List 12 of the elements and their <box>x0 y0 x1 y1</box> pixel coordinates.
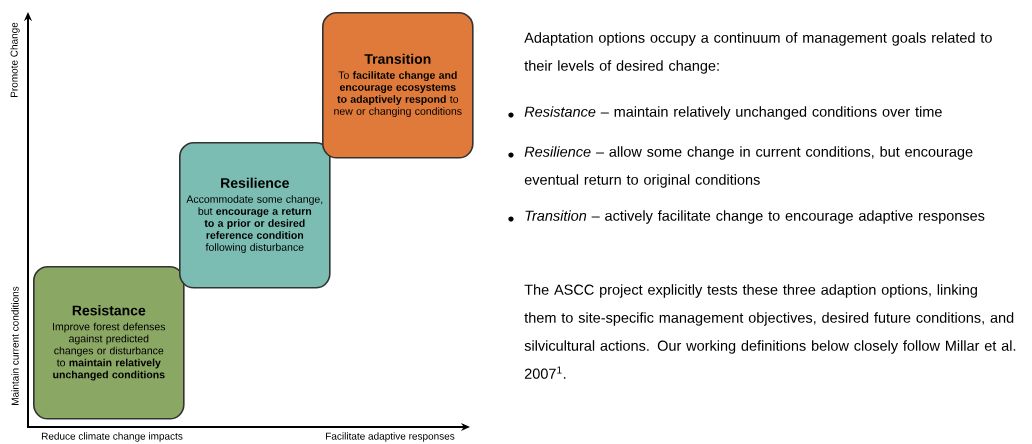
axis-label: Facilitate adaptive responses <box>326 432 455 442</box>
option-box: Resistance Improve forest defenses against predicted changes or disturbance to maintain relatively unchanged conditions <box>33 266 185 420</box>
paragraph: Adaptation options occupy a continuum of management goals related to their levels of desired change: <box>524 32 992 74</box>
axis-label: Reduce climate change impacts <box>41 432 183 442</box>
list-item: Transition – actively facilitate change to encourage adaptive responses <box>525 210 985 224</box>
axis-label: Promote Change <box>10 22 20 97</box>
option-box: Transition To facilitate change and encourage ecosystems to adaptively respond to new or changing conditions <box>322 12 474 159</box>
list-item: Resilience – allow some change in current conditions, but encourage eventual return to original conditions <box>524 146 973 188</box>
axis-label: Maintain current conditions <box>11 286 19 405</box>
paragraph: The ASCC project explicitly tests these three adaption options, linking them to site-specific management objectives, desired future conditions, and silvicultural actions. Our working definitions below closely follow Millar et al. 2007$^{1}$. <box>524 284 1016 379</box>
option-box: Resilience Accommodate some change, but encourage a return to a prior or desired reference condition following disturbance <box>179 142 331 289</box>
list-item: Resistance – maintain relatively unchanged conditions over time <box>524 106 942 120</box>
